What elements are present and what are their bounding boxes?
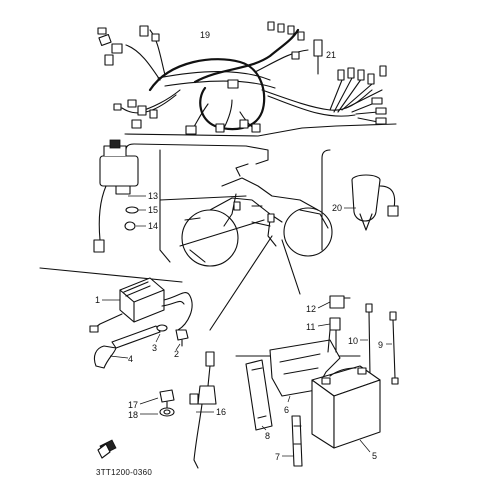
part-9	[389, 311, 399, 385]
callout-9: 9	[378, 340, 383, 350]
part-17-18	[159, 389, 175, 417]
callout-12: 12	[306, 304, 316, 314]
leader-line	[359, 439, 371, 453]
callout-4: 4	[128, 354, 133, 364]
leader-line	[317, 323, 331, 327]
battery-band	[245, 359, 273, 431]
callout-13: 13	[148, 191, 158, 201]
callout-2: 2	[174, 349, 179, 359]
callout-21: 21	[326, 50, 336, 60]
callout-5: 5	[372, 451, 377, 461]
callout-8: 8	[265, 431, 270, 441]
leader-line	[317, 301, 331, 309]
coil-fasteners	[156, 324, 189, 347]
callout-7: 7	[275, 452, 280, 462]
part-11-12	[327, 295, 351, 353]
callout-11: 11	[306, 322, 315, 332]
leader-line	[179, 219, 265, 247]
leader-line	[209, 235, 273, 331]
spark-plug-cap	[93, 325, 161, 369]
part-16	[189, 351, 217, 469]
leader-line	[287, 395, 291, 403]
callout-14: 14	[148, 221, 158, 231]
frame-silhouette	[125, 143, 333, 267]
divider	[39, 267, 183, 283]
callout-1: 1	[95, 295, 100, 305]
callout-10: 10	[348, 336, 358, 346]
callout-6: 6	[284, 405, 289, 415]
leader-line	[281, 239, 301, 295]
callout-3: 3	[152, 343, 157, 353]
callout-18: 18	[128, 410, 138, 420]
hand-symbol-icon	[97, 439, 117, 459]
callout-19: 19	[200, 30, 210, 40]
leader-line	[139, 397, 159, 405]
callout-20: 20	[332, 203, 342, 213]
callout-16: 16	[216, 407, 226, 417]
leader-line	[155, 333, 161, 343]
leader-line	[175, 343, 181, 351]
battery	[311, 365, 381, 449]
battery-strap	[291, 415, 303, 467]
part-20	[351, 174, 399, 231]
ignition-coil	[89, 277, 193, 333]
leader-line	[109, 355, 129, 359]
main-switch	[93, 139, 139, 253]
leader-line	[261, 425, 267, 431]
callouts: 1 2 3 4 5 6 7 8 9 10 11 12 13 14 15 16 1…	[95, 30, 383, 462]
callout-17: 17	[128, 400, 138, 410]
diagram-code: 3TT1200-0360	[96, 468, 152, 477]
wire-harness	[97, 21, 397, 137]
part-21	[313, 39, 323, 75]
callout-15: 15	[148, 205, 158, 215]
